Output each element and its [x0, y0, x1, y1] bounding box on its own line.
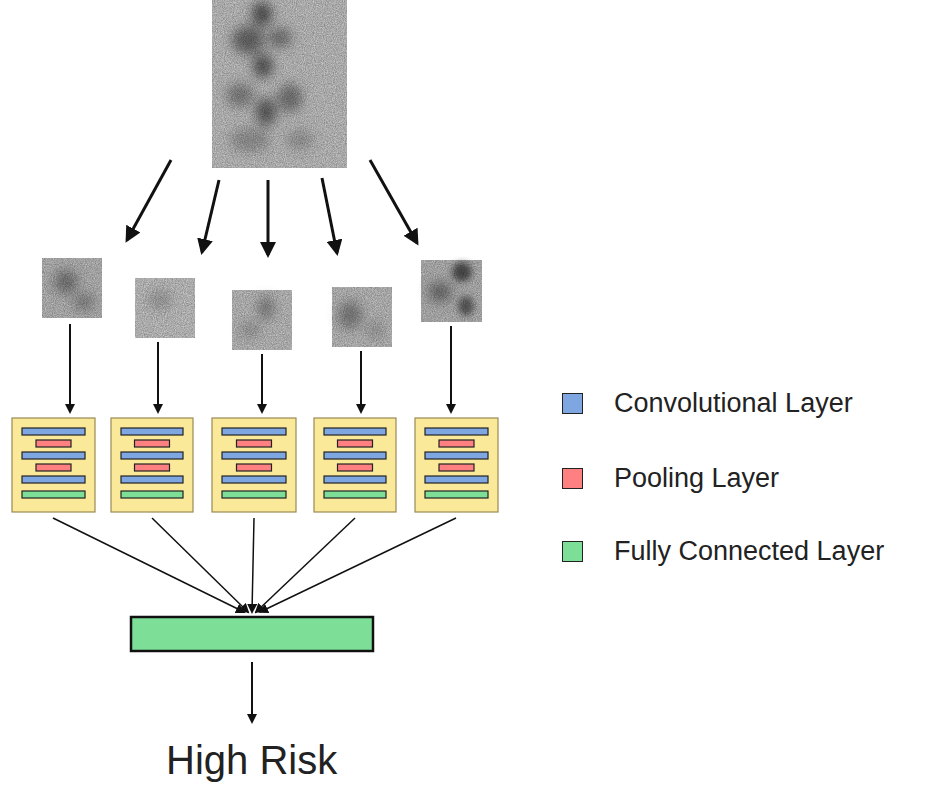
- layer-bar: [22, 452, 85, 459]
- layer-bar: [135, 464, 170, 471]
- layer-bar: [121, 491, 183, 498]
- layer-bar: [22, 428, 85, 435]
- merge-arrow: [53, 518, 456, 612]
- layer-bar: [121, 476, 183, 483]
- input-arrow: [70, 324, 451, 412]
- layer-bar: [36, 464, 71, 471]
- layer-bar: [425, 491, 488, 498]
- layer-bar: [237, 464, 272, 471]
- legend-swatch: [562, 468, 583, 489]
- layer-bar: [222, 476, 286, 483]
- legend-text: Convolutional Layer: [614, 388, 853, 419]
- layer-bar: [121, 452, 183, 459]
- layer-bar: [324, 428, 386, 435]
- fully-connected-bar: [131, 617, 373, 651]
- image-patch: [42, 258, 102, 318]
- layer-bar: [36, 440, 71, 447]
- layer-bar: [425, 476, 488, 483]
- layer-bar: [425, 452, 488, 459]
- layer-bar: [324, 476, 386, 483]
- layer-bar: [222, 491, 286, 498]
- layer-bar: [22, 476, 85, 483]
- layer-bar: [222, 428, 286, 435]
- layer-bar: [314, 418, 396, 512]
- image-patch: [421, 260, 482, 322]
- layer-bar: [222, 452, 286, 459]
- mammogram-image: [212, 0, 347, 168]
- layer-bar: [415, 418, 498, 512]
- legend-text: Pooling Layer: [614, 463, 779, 494]
- layer-bar: [439, 440, 474, 447]
- layer-bar: [212, 418, 296, 512]
- image-patch: [232, 290, 292, 350]
- output-arrow: [251, 662, 253, 722]
- layer-bar: [135, 440, 170, 447]
- layer-bar: [324, 452, 386, 459]
- layer-bar: [338, 464, 373, 471]
- image-patch: [135, 278, 195, 338]
- layer-bar: [338, 440, 373, 447]
- layer-bar: [22, 491, 85, 498]
- split-arrow: [127, 160, 417, 255]
- layer-bar: [237, 440, 272, 447]
- legend-swatch: [562, 393, 583, 414]
- output-label: High Risk: [166, 738, 337, 783]
- layer-bar: [12, 418, 95, 512]
- layer-bar: [111, 418, 193, 512]
- layer-bar: [439, 464, 474, 471]
- legend-text: Fully Connected Layer: [614, 536, 884, 567]
- image-patch: [332, 287, 392, 347]
- layer-bar: [425, 428, 488, 435]
- layer-bar: [324, 491, 386, 498]
- layer-bar: [121, 428, 183, 435]
- legend-swatch: [562, 541, 583, 562]
- cnn-stack: [12, 418, 498, 512]
